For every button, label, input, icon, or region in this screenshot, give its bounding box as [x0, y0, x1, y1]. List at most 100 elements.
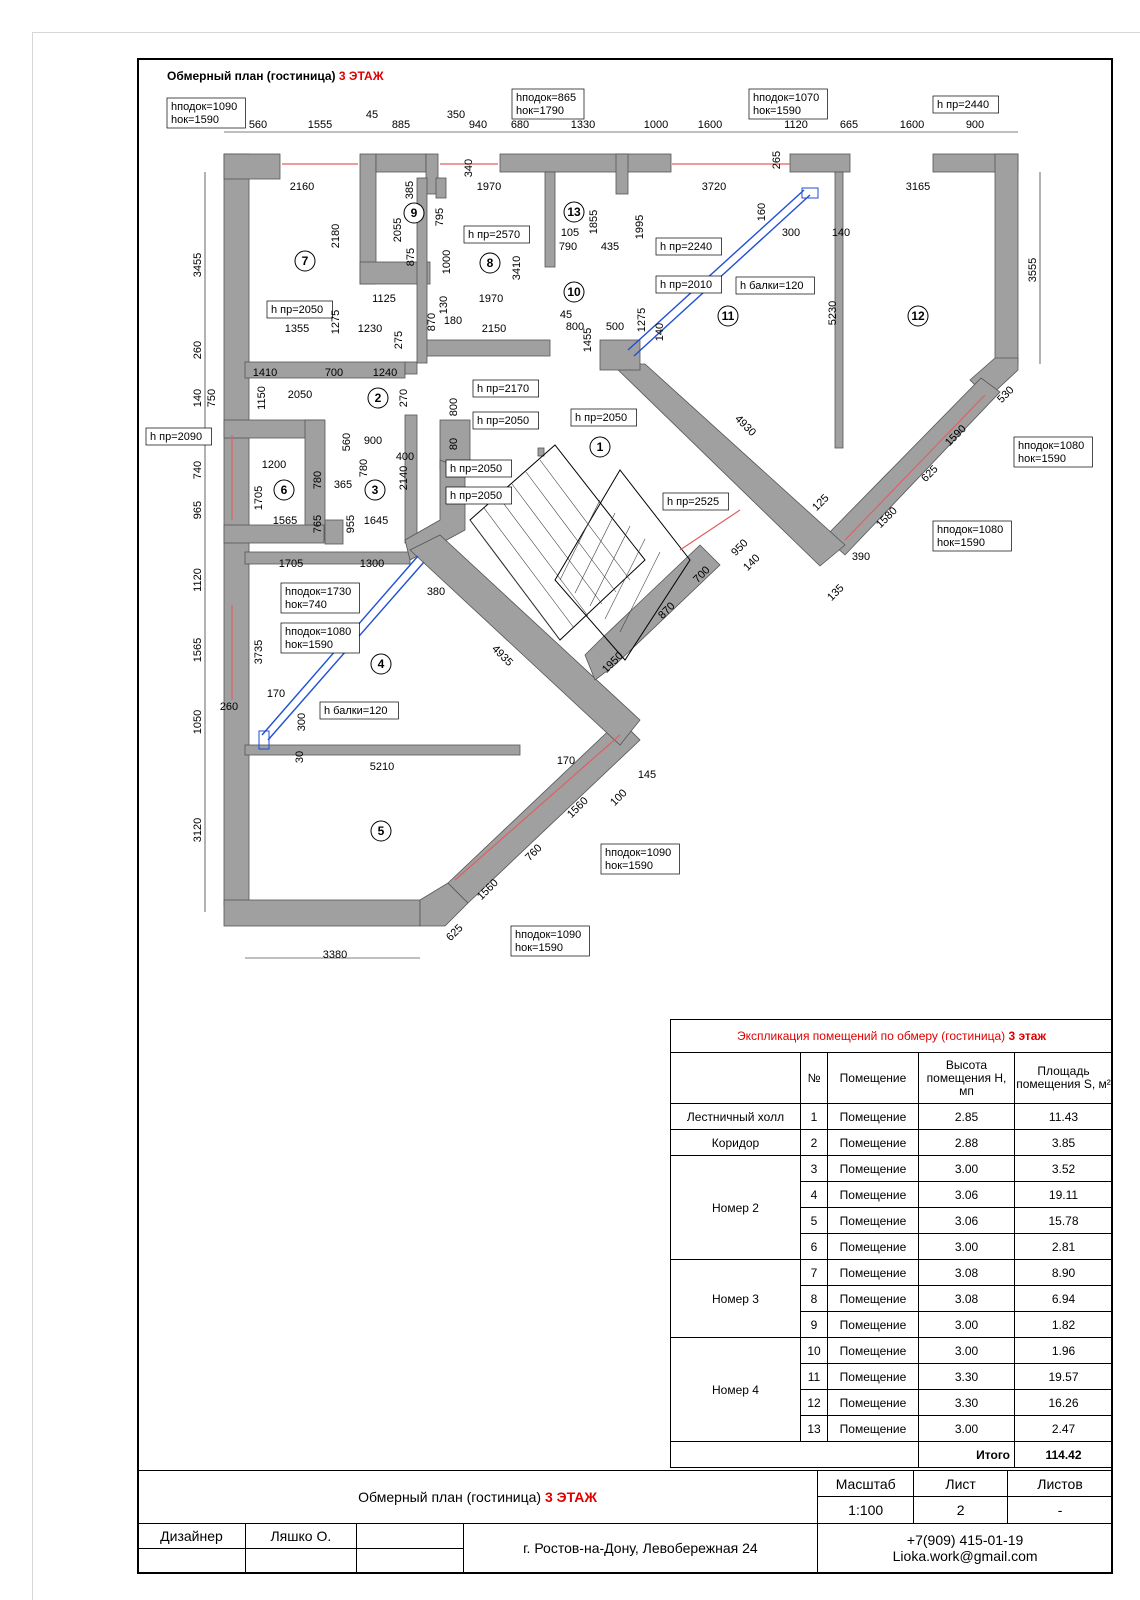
dimension-label: 560 [249, 119, 267, 131]
explication-cell-num: 1 [800, 1103, 828, 1130]
wall-segment [615, 153, 629, 195]
dimension-label: 1455 [582, 328, 594, 352]
dimension-label: 1970 [477, 181, 501, 193]
callout-box [280, 582, 360, 614]
dimension-label: 1125 [372, 293, 396, 305]
explication-cell-num: 5 [800, 1207, 828, 1234]
dimension-label: 140 [832, 227, 850, 239]
explication-cell-num: 4 [800, 1181, 828, 1208]
callout-box [145, 427, 212, 446]
wall-segment [584, 544, 721, 681]
dimension-label: 5210 [370, 761, 394, 773]
dimension-label: 275 [393, 331, 405, 349]
dimension-label: 1120 [192, 568, 204, 592]
explication-cell-height: 3.00 [918, 1233, 1015, 1260]
explication-cell-num: 3 [800, 1155, 828, 1182]
stamp-designer-name: Ляшко О. [244, 1522, 357, 1549]
dimension-label: 1565 [273, 515, 297, 527]
dimension-label: 170 [267, 688, 285, 700]
explication-cell-room: Помещение [827, 1389, 919, 1416]
explication-cell-num: 13 [800, 1415, 828, 1442]
explication-cell-room: Помещение [827, 1129, 919, 1156]
wall-segment [419, 339, 551, 357]
callout-text: h пр=2050 [575, 412, 627, 424]
explication-cell-height: 3.00 [918, 1311, 1015, 1338]
beam-support [258, 730, 270, 750]
callout-text: hок=1590 [515, 942, 563, 954]
beam-line [633, 194, 811, 357]
dimension-label: 875 [405, 248, 417, 266]
dimension-label: 400 [396, 451, 414, 463]
room-number-circle [370, 820, 392, 842]
dimension-label: 380 [427, 586, 445, 598]
callout-text: hок=1590 [605, 860, 653, 872]
explication-cell-area: 1.96 [1014, 1337, 1113, 1364]
dimension-label: 130 [438, 296, 450, 314]
explication-total-spacer [670, 1441, 919, 1468]
stamp-empty-cell [137, 1547, 246, 1575]
dimension-label: 800 [448, 398, 460, 416]
callout-box [662, 492, 729, 511]
room-number-circle [589, 436, 611, 458]
callout-text: h пр=2010 [660, 279, 712, 291]
dimension-label: 955 [345, 515, 357, 533]
explication-cell-height: 3.30 [918, 1389, 1015, 1416]
wall-segment [789, 153, 851, 173]
header-room: Помещение [827, 1052, 919, 1104]
callout-box [1013, 436, 1093, 468]
room-number-circle [563, 201, 585, 223]
explication-header-row: № Помещение Высота помещения H, мп Площа… [670, 1052, 1113, 1104]
wall-segment [611, 363, 846, 567]
dimension-label: 340 [463, 159, 475, 177]
explication-cell-area: 11.43 [1014, 1103, 1113, 1130]
dimension-label: 3720 [702, 181, 726, 193]
dimension-label: 800 [566, 321, 584, 333]
window-line [844, 394, 986, 541]
dimension-label: 135 [825, 582, 846, 603]
explication-cell-area: 19.57 [1014, 1363, 1113, 1390]
dimension-label: 265 [771, 151, 783, 169]
explication-cell-room: Помещение [827, 1337, 919, 1364]
room-number: 8 [487, 256, 494, 270]
explication-cell-area: 1.82 [1014, 1311, 1113, 1338]
dimension-label: 780 [312, 471, 324, 489]
header-num: № [800, 1052, 828, 1104]
explication-cell-room: Помещение [827, 1207, 919, 1234]
stair-step [469, 519, 561, 641]
dimension-label: 350 [447, 109, 465, 121]
wall-segment [544, 171, 556, 268]
callout-text: hподок=1080 [1018, 440, 1084, 452]
callout-box [600, 843, 680, 875]
dimension-label: 2150 [482, 323, 506, 335]
wall-segment [223, 899, 421, 927]
room-number: 6 [281, 483, 288, 497]
wall-segment [416, 177, 428, 364]
explication-cell-height: 3.08 [918, 1259, 1015, 1286]
callout-box [510, 925, 590, 957]
dimension-label: 30 [294, 751, 306, 763]
dimension-label: 1355 [285, 323, 309, 335]
explication-total-value: 114.42 [1014, 1441, 1113, 1468]
callout-text: hподок=1080 [937, 524, 1003, 536]
stair-step [559, 499, 601, 581]
dimension-label: 3120 [192, 818, 204, 842]
stamp-sheets-value: - [1007, 1496, 1113, 1524]
dimension-label: 1995 [634, 215, 646, 239]
callout-text: hподок=1090 [171, 101, 237, 113]
callout-text: hподок=1080 [285, 626, 351, 638]
dimension-label: 1600 [900, 119, 924, 131]
room-number: 9 [411, 206, 418, 220]
stamp-empty-cell [355, 1547, 464, 1575]
explication-cell-area: 3.52 [1014, 1155, 1113, 1182]
drawing-sheet [32, 32, 1140, 1600]
stamp-scale-value: 1:100 [817, 1496, 915, 1524]
callout-text: hок=1790 [516, 105, 564, 117]
dimension-label: 1275 [636, 308, 648, 332]
dimension-label: 385 [404, 181, 416, 199]
wall-segment [223, 524, 325, 544]
explication-cell-area: 15.78 [1014, 1207, 1113, 1234]
